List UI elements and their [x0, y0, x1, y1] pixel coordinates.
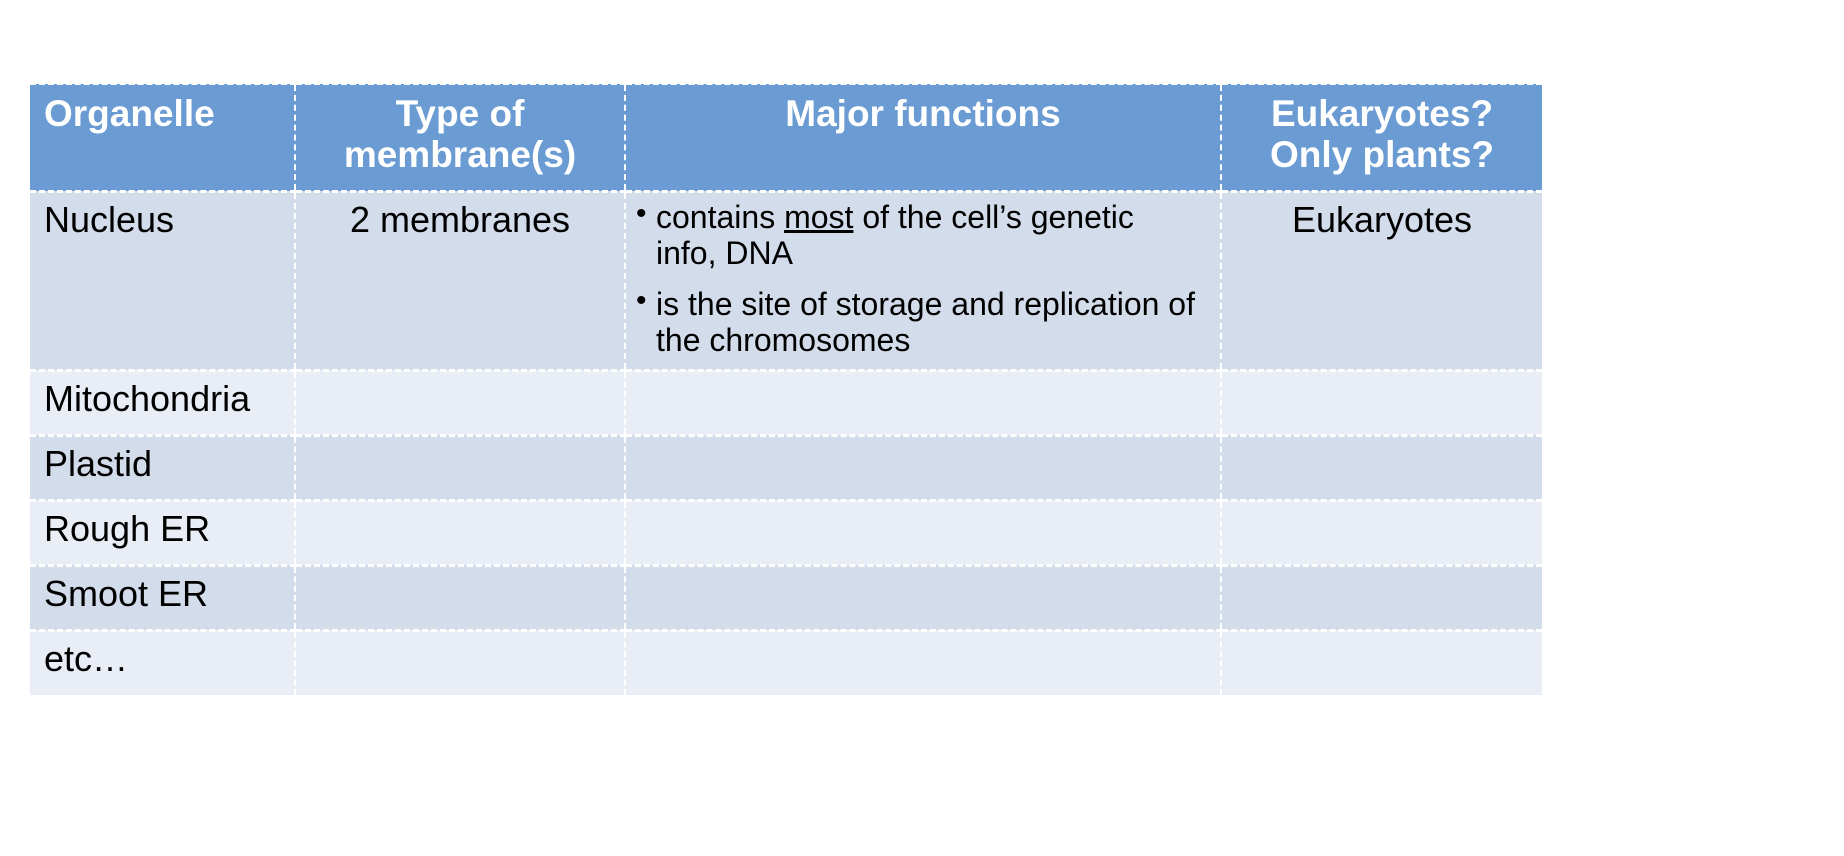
cell-major-functions[interactable] — [625, 500, 1222, 567]
column-header-eukaryotes-line2: Only plants? — [1269, 134, 1495, 176]
table-row: Smoot ER — [30, 565, 1542, 632]
cell-organelle[interactable]: Smoot ER — [30, 565, 296, 632]
column-header-major-functions[interactable]: Major functions — [625, 82, 1222, 193]
table-row: Mitochondria — [30, 370, 1542, 437]
column-header-eukaryotes[interactable]: Eukaryotes? Only plants? — [1221, 82, 1542, 193]
cell-membrane-type[interactable]: 2 membranes — [295, 191, 626, 372]
table-header: Organelle Type of membrane(s) Major func… — [30, 82, 1542, 193]
function-bullet-item: •is the site of storage and replication … — [636, 283, 1195, 359]
table-row: Plastid — [30, 435, 1542, 502]
table-row: Rough ER — [30, 500, 1542, 567]
bullet-dot-icon: • — [636, 283, 647, 317]
cell-eukaryotes-or-plants[interactable]: Eukaryotes — [1221, 191, 1542, 372]
cell-major-functions[interactable]: •contains most of the cell’s genetic inf… — [625, 191, 1222, 372]
function-bullet-item: •contains most of the cell’s genetic inf… — [636, 196, 1134, 272]
cell-membrane-type[interactable] — [295, 500, 626, 567]
cell-major-functions[interactable] — [625, 630, 1222, 696]
column-header-membrane-line1: Type of — [395, 93, 525, 134]
cell-major-functions[interactable] — [625, 370, 1222, 437]
cell-organelle[interactable]: etc… — [30, 630, 296, 696]
cell-eukaryotes-or-plants[interactable] — [1221, 500, 1542, 567]
emphasis-underlined-text: most — [784, 198, 854, 235]
table-header-row: Organelle Type of membrane(s) Major func… — [30, 82, 1542, 193]
cell-eukaryotes-or-plants[interactable] — [1221, 370, 1542, 437]
column-header-organelle[interactable]: Organelle — [30, 82, 296, 193]
cell-major-functions[interactable] — [625, 565, 1222, 632]
cell-organelle[interactable]: Plastid — [30, 435, 296, 502]
cell-membrane-type[interactable] — [295, 370, 626, 437]
cell-eukaryotes-or-plants[interactable] — [1221, 630, 1542, 696]
cell-membrane-type[interactable] — [295, 630, 626, 696]
cell-major-functions[interactable] — [625, 435, 1222, 502]
organelle-comparison-table: Organelle Type of membrane(s) Major func… — [30, 82, 1542, 696]
table-row: etc… — [30, 630, 1542, 696]
column-header-membrane[interactable]: Type of membrane(s) — [295, 82, 626, 193]
column-header-eukaryotes-line1: Eukaryotes? — [1270, 93, 1494, 134]
cell-organelle[interactable]: Rough ER — [30, 500, 296, 567]
cell-membrane-type[interactable] — [295, 565, 626, 632]
cell-eukaryotes-or-plants[interactable] — [1221, 565, 1542, 632]
bullet-dot-icon: • — [636, 196, 647, 230]
cell-membrane-type[interactable] — [295, 435, 626, 502]
cell-organelle[interactable]: Nucleus — [30, 191, 296, 372]
cell-eukaryotes-or-plants[interactable] — [1221, 435, 1542, 502]
cell-organelle[interactable]: Mitochondria — [30, 370, 296, 437]
column-header-membrane-line2: membrane(s) — [343, 134, 577, 176]
